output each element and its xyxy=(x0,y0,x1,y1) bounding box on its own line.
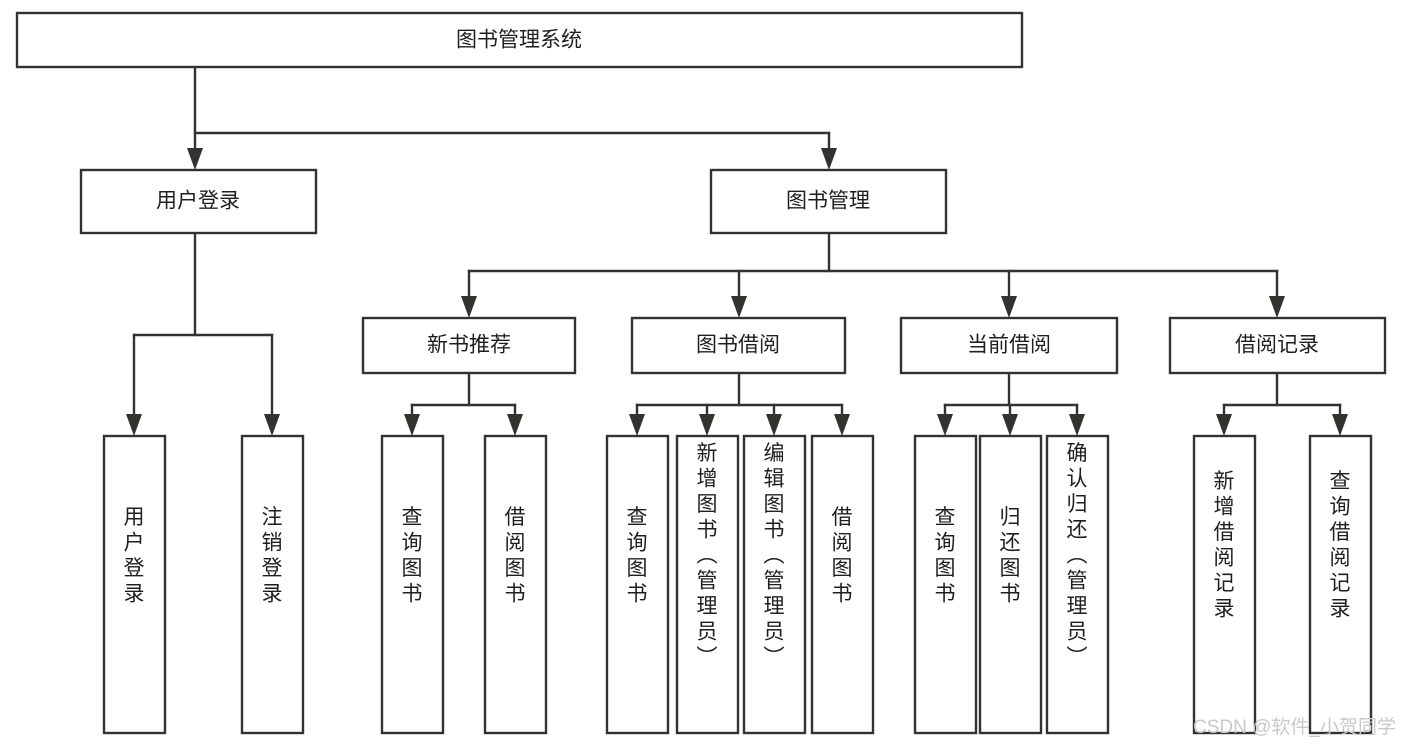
leaf-user-login[interactable]: 用户登录 xyxy=(102,434,167,735)
leaf-query-borrow-record-label: 查询借阅记录 xyxy=(1330,470,1351,621)
arrow-head-leaf-user-logout xyxy=(264,414,280,436)
arrow-head-leaf-return-book xyxy=(1002,414,1018,436)
connector-group-root xyxy=(187,65,837,170)
arrow-head-leaf-borrow-book-recommend xyxy=(507,414,523,436)
arrow-head-book-borrow xyxy=(731,296,747,318)
connector-group-new-book-recommend xyxy=(404,371,523,436)
arrow-head-user-login xyxy=(187,148,203,170)
leaf-borrow-book-box[interactable] xyxy=(810,434,875,735)
leaf-query-borrow-record[interactable]: 查询借阅记录 xyxy=(1308,434,1373,735)
watermark-label: CSDN @软件_小贺同学 xyxy=(1193,716,1396,738)
leaf-edit-book-admin-label: 编辑图书︵管理员︶ xyxy=(764,442,785,669)
leaf-add-book-admin-box[interactable] xyxy=(675,434,740,735)
node-book-borrow-label: 图书借阅 xyxy=(696,334,780,357)
leaf-return-book[interactable]: 归还图书 xyxy=(978,434,1043,735)
leaf-confirm-return-admin-label: 确认归还︵管理员︶ xyxy=(1067,442,1088,669)
arrow-head-book-management xyxy=(821,148,837,170)
arrow-head-leaf-query-book-current xyxy=(937,414,953,436)
leaf-return-book-label: 归还图书 xyxy=(1000,506,1021,606)
arrow-head-leaf-borrow-book xyxy=(834,414,850,436)
leaf-borrow-book-recommend[interactable]: 借阅图书 xyxy=(483,434,548,735)
arrow-head-leaf-confirm-return-admin xyxy=(1069,414,1085,436)
leaf-query-book-current-label: 查询图书 xyxy=(935,506,956,606)
leaf-edit-book-admin[interactable]: 编辑图书︵管理员︶ xyxy=(742,434,807,735)
node-current-borrow-label: 当前借阅 xyxy=(967,334,1051,357)
node-book-borrow-box[interactable] xyxy=(630,316,847,375)
leaf-add-book-admin[interactable]: 新增图书︵管理员︶ xyxy=(675,434,740,735)
arrow-head-leaf-edit-book-admin xyxy=(766,414,782,436)
arrow-head-leaf-user-login xyxy=(126,414,142,436)
leaf-borrow-book-recommend-box[interactable] xyxy=(483,434,548,735)
node-root-system-box[interactable] xyxy=(15,11,1024,69)
node-book-management-box[interactable] xyxy=(709,168,948,235)
leaf-user-logout-label: 注销登录 xyxy=(262,506,283,606)
connector-group-user-login xyxy=(126,231,280,436)
arrow-head-leaf-query-book-recommend xyxy=(404,414,420,436)
leaf-add-borrow-record[interactable]: 新增借阅记录 xyxy=(1192,434,1257,735)
node-root-system-label: 图书管理系统 xyxy=(456,29,582,52)
leaf-query-borrow-record-box[interactable] xyxy=(1308,434,1373,735)
leaf-query-book-borrow[interactable]: 查询图书 xyxy=(605,434,670,735)
connector-group-current-borrow xyxy=(937,371,1085,436)
leaf-user-login-label: 用户登录 xyxy=(124,506,145,606)
node-current-borrow[interactable]: 当前借阅 xyxy=(899,316,1119,375)
node-root-system[interactable]: 图书管理系统 xyxy=(15,11,1024,69)
leaf-add-book-admin-label: 新增图书︵管理员︶ xyxy=(697,442,718,669)
connector-group-borrow-record xyxy=(1216,371,1348,436)
node-new-book-recommend[interactable]: 新书推荐 xyxy=(361,316,577,375)
node-borrow-record-label: 借阅记录 xyxy=(1235,334,1319,357)
leaf-query-book-current-box[interactable] xyxy=(913,434,978,735)
leaf-confirm-return-admin[interactable]: 确认归还︵管理员︶ xyxy=(1045,434,1110,735)
arrow-head-leaf-add-book-admin xyxy=(699,414,715,436)
node-new-book-recommend-box[interactable] xyxy=(361,316,577,375)
leaf-query-book-recommend[interactable]: 查询图书 xyxy=(380,434,445,735)
leaf-borrow-book-recommend-label: 借阅图书 xyxy=(505,506,526,606)
node-user-login[interactable]: 用户登录 xyxy=(79,168,318,235)
node-new-book-recommend-label: 新书推荐 xyxy=(427,334,511,357)
leaf-add-borrow-record-box[interactable] xyxy=(1192,434,1257,735)
leaf-borrow-book[interactable]: 借阅图书 xyxy=(810,434,875,735)
node-user-login-label: 用户登录 xyxy=(156,190,240,213)
arrow-head-new-book-recommend xyxy=(461,296,477,318)
leaf-user-logout[interactable]: 注销登录 xyxy=(240,434,305,735)
leaf-add-borrow-record-label: 新增借阅记录 xyxy=(1214,470,1235,621)
node-current-borrow-box[interactable] xyxy=(899,316,1119,375)
leaf-borrow-book-label: 借阅图书 xyxy=(832,506,853,606)
connector-group-book-borrow xyxy=(629,371,850,436)
leaf-query-book-borrow-box[interactable] xyxy=(605,434,670,735)
leaf-query-book-recommend-box[interactable] xyxy=(380,434,445,735)
node-book-management[interactable]: 图书管理 xyxy=(709,168,948,235)
leaf-edit-book-admin-box[interactable] xyxy=(742,434,807,735)
node-borrow-record[interactable]: 借阅记录 xyxy=(1168,316,1387,375)
leaf-return-book-box[interactable] xyxy=(978,434,1043,735)
connector-group-book-management xyxy=(461,231,1285,318)
node-book-borrow[interactable]: 图书借阅 xyxy=(630,316,847,375)
arrow-head-current-borrow xyxy=(1001,296,1017,318)
leaf-query-book-recommend-label: 查询图书 xyxy=(402,506,423,606)
leaf-query-book-borrow-label: 查询图书 xyxy=(627,506,648,606)
leaf-user-login-box[interactable] xyxy=(102,434,167,735)
leaf-query-book-current[interactable]: 查询图书 xyxy=(913,434,978,735)
arrow-head-leaf-query-borrow-record xyxy=(1332,414,1348,436)
leaf-user-logout-box[interactable] xyxy=(240,434,305,735)
node-borrow-record-box[interactable] xyxy=(1168,316,1387,375)
node-user-login-box[interactable] xyxy=(79,168,318,235)
leaf-confirm-return-admin-box[interactable] xyxy=(1045,434,1110,735)
arrow-head-leaf-add-borrow-record xyxy=(1216,414,1232,436)
arrow-head-leaf-query-book-borrow xyxy=(629,414,645,436)
node-book-management-label: 图书管理 xyxy=(786,190,870,213)
arrow-head-borrow-record xyxy=(1269,296,1285,318)
